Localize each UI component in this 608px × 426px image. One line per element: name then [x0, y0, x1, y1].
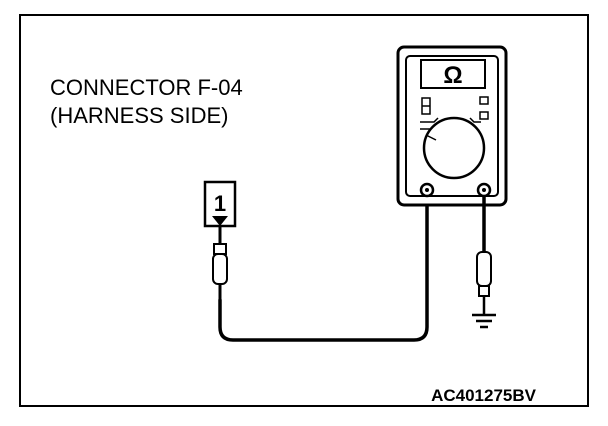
diagram-frame — [19, 14, 589, 407]
meter-display — [420, 59, 486, 89]
terminal-number: 1 — [214, 191, 226, 216]
test-lead-wire — [218, 193, 429, 342]
connector-terminal: 1 — [203, 180, 237, 228]
ohmmeter-icon: Ω — [396, 45, 508, 207]
ohm-symbol: Ω — [443, 62, 462, 89]
connector-label-line1: CONNECTOR F-04 — [50, 75, 243, 100]
ground-symbol-icon — [472, 313, 496, 329]
ground-probe-icon — [476, 251, 492, 314]
meter-indicator-bottom — [479, 111, 489, 120]
probe-icon — [212, 226, 228, 300]
reference-code: AC401275BV — [431, 386, 537, 405]
meter-dial — [422, 116, 486, 180]
meter-indicator-top — [479, 96, 489, 105]
terminal-pin-icon — [212, 216, 228, 226]
connector-label-line2: (HARNESS SIDE) — [50, 103, 228, 128]
